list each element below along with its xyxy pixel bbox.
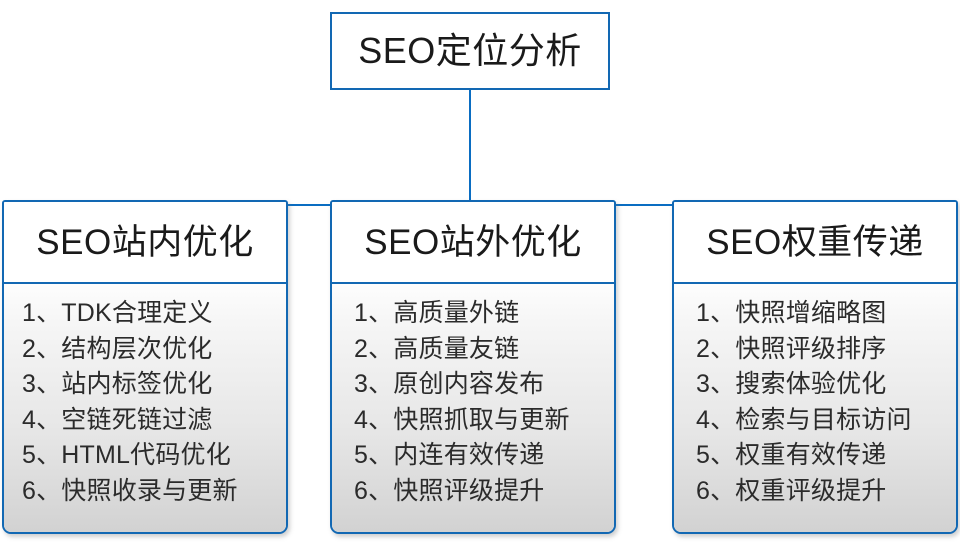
connector-root-vertical bbox=[469, 90, 471, 206]
list-item: 5、权重有效传递 bbox=[696, 441, 887, 469]
root-node-label: SEO定位分析 bbox=[358, 30, 582, 71]
list-item: 3、搜索体验优化 bbox=[696, 370, 887, 398]
list-item: 1、TDK合理定义 bbox=[22, 299, 213, 327]
branch-3-body: 1、快照增缩略图 2、快照评级排序 3、搜索体验优化 4、检索与目标访问 5、权… bbox=[674, 284, 956, 532]
branch-1-item-list: 1、TDK合理定义 2、结构层次优化 3、站内标签优化 4、空链死链过滤 5、H… bbox=[4, 296, 286, 509]
root-node: SEO定位分析 bbox=[330, 12, 610, 90]
list-item: 3、原创内容发布 bbox=[354, 370, 545, 398]
list-item: 1、高质量外链 bbox=[354, 299, 520, 327]
list-item: 2、快照评级排序 bbox=[696, 334, 887, 363]
branch-card-1: SEO站内优化 1、TDK合理定义 2、结构层次优化 3、站内标签优化 4、空链… bbox=[2, 200, 288, 534]
list-item: 4、检索与目标访问 bbox=[696, 405, 912, 434]
list-item: 2、高质量友链 bbox=[354, 334, 520, 363]
branch-card-3: SEO权重传递 1、快照增缩略图 2、快照评级排序 3、搜索体验优化 4、检索与… bbox=[672, 200, 958, 534]
list-item: 5、内连有效传递 bbox=[354, 441, 545, 469]
list-item: 6、快照评级提升 bbox=[354, 476, 545, 505]
branch-3-header: SEO权重传递 bbox=[674, 202, 956, 284]
list-item: 1、快照增缩略图 bbox=[696, 299, 887, 327]
branch-3-title: SEO权重传递 bbox=[706, 222, 924, 262]
branch-card-2: SEO站外优化 1、高质量外链 2、高质量友链 3、原创内容发布 4、快照抓取与… bbox=[330, 200, 616, 534]
branch-2-item-list: 1、高质量外链 2、高质量友链 3、原创内容发布 4、快照抓取与更新 5、内连有… bbox=[332, 296, 614, 509]
branch-2-title: SEO站外优化 bbox=[364, 222, 582, 262]
list-item: 4、空链死链过滤 bbox=[22, 405, 213, 434]
list-item: 3、站内标签优化 bbox=[22, 370, 213, 398]
list-item: 5、HTML代码优化 bbox=[22, 441, 231, 469]
list-item: 6、快照收录与更新 bbox=[22, 476, 238, 505]
branch-2-body: 1、高质量外链 2、高质量友链 3、原创内容发布 4、快照抓取与更新 5、内连有… bbox=[332, 284, 614, 532]
branch-1-header: SEO站内优化 bbox=[4, 202, 286, 284]
branch-1-title: SEO站内优化 bbox=[36, 222, 254, 262]
branch-2-header: SEO站外优化 bbox=[332, 202, 614, 284]
list-item: 4、快照抓取与更新 bbox=[354, 405, 570, 434]
list-item: 2、结构层次优化 bbox=[22, 334, 213, 363]
list-item: 6、权重评级提升 bbox=[696, 476, 887, 505]
branch-3-item-list: 1、快照增缩略图 2、快照评级排序 3、搜索体验优化 4、检索与目标访问 5、权… bbox=[674, 296, 956, 509]
branch-1-body: 1、TDK合理定义 2、结构层次优化 3、站内标签优化 4、空链死链过滤 5、H… bbox=[4, 284, 286, 532]
